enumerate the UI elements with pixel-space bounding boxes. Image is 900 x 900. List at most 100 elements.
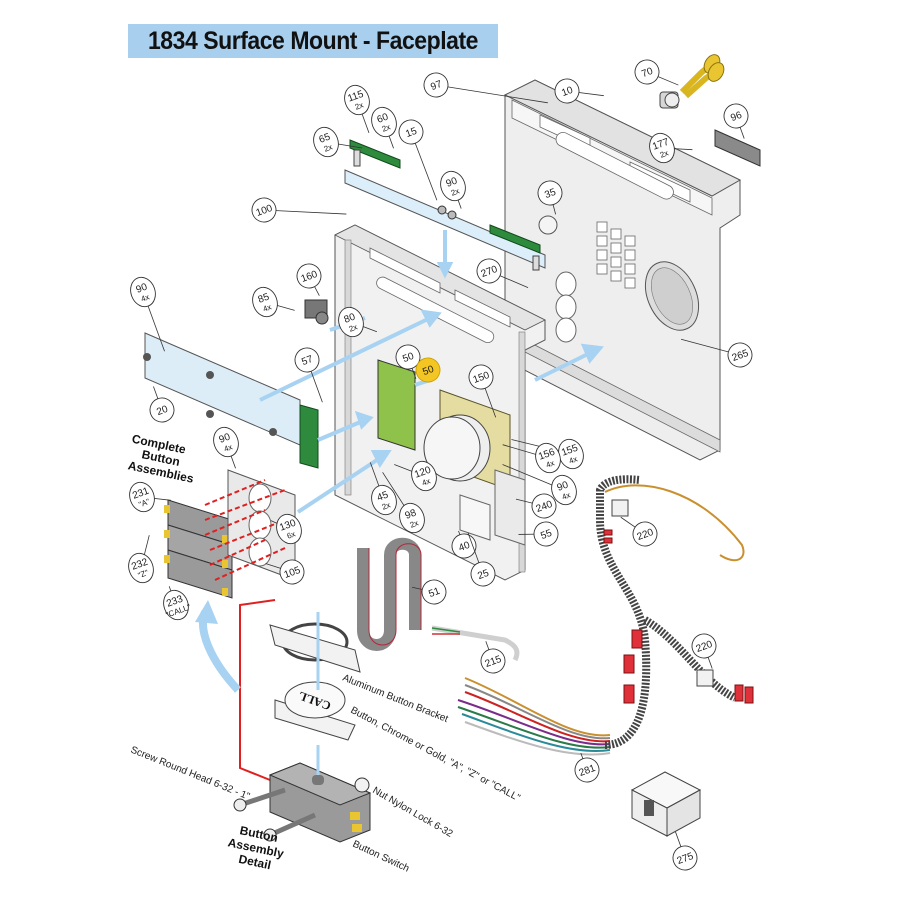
cable-clip-220b <box>696 669 714 687</box>
note-switch: Button Switch <box>351 839 411 875</box>
callout-bubble <box>399 502 425 534</box>
heading-button-assembly-detail: Button Assembly Detail <box>227 823 286 872</box>
callout-bubble <box>423 72 449 98</box>
callout-number: 96 <box>729 110 744 124</box>
callout-265: 265 <box>680 338 753 368</box>
callout-bubble <box>129 481 155 513</box>
callout-number: 97 <box>429 79 444 93</box>
callout-bubble <box>398 119 424 145</box>
callout-51: 51 <box>411 579 447 605</box>
callout-bubble <box>554 78 580 104</box>
callout-number: 20 <box>155 404 170 418</box>
label-sticker-55 <box>494 469 526 546</box>
callout-281: 281 <box>574 752 600 783</box>
callout-bubble <box>296 263 322 289</box>
callout-bubble <box>371 484 397 516</box>
callout-bubble <box>440 170 466 202</box>
callout-number: 35 <box>543 187 558 201</box>
callout-220: 220 <box>691 633 717 669</box>
callout-number: 60 <box>376 111 391 125</box>
callout-number: 98 <box>404 507 419 521</box>
detail-leader <box>239 599 276 781</box>
call-button-cap: CALL <box>274 681 356 741</box>
callout-qty: 4x <box>262 302 273 313</box>
callout-25: 25 <box>467 532 496 587</box>
alignment-dashes <box>204 479 286 581</box>
callout-232: 232"Z" <box>128 535 154 584</box>
nut <box>354 777 370 793</box>
callout-qty: 2x <box>409 518 420 529</box>
ribbon-cable <box>357 537 421 651</box>
callout-bubble <box>149 397 175 423</box>
callout-qty: 2x <box>450 186 461 197</box>
callout-233: 233"CALL" <box>163 586 192 621</box>
diagram-title: 1834 Surface Mount - Faceplate <box>147 26 479 55</box>
callout-number: 90 <box>218 431 233 445</box>
pcb-57 <box>299 404 319 469</box>
heading-complete-button-assemblies: Complete Button Assemblies <box>127 432 195 486</box>
callout-50: 50 <box>395 344 421 379</box>
callout-qty: 4x <box>140 292 151 303</box>
convoluted-tubing <box>596 475 651 749</box>
callout-bubble <box>533 521 559 547</box>
pcb-60-right <box>489 224 541 254</box>
callout-bubble <box>649 132 675 164</box>
callout-qty: 2x <box>323 142 334 153</box>
callout-number: 90 <box>556 479 571 493</box>
callout-number: 50 <box>401 351 416 365</box>
ferrite-core <box>630 771 702 837</box>
callout-240: 240 <box>515 493 557 519</box>
button-bracket <box>269 622 361 673</box>
callout-qty: 4x <box>421 476 432 487</box>
callout-bubble <box>723 103 749 129</box>
callout-number: 40 <box>457 540 472 554</box>
camera-lens <box>538 215 558 235</box>
callout-bubble <box>480 648 506 674</box>
callout-bubble <box>130 276 156 308</box>
lock-plate <box>714 129 761 167</box>
callout-270: 270 <box>476 258 529 289</box>
callout-bubble <box>634 59 660 85</box>
callout-bubble <box>276 513 302 545</box>
callout-qty: 2x <box>659 148 670 159</box>
callout-number: 55 <box>539 528 554 542</box>
callout-bubble <box>313 126 339 158</box>
callout-bubble <box>338 306 364 338</box>
callout-150: 150 <box>468 364 497 418</box>
tamper-switch-160 <box>304 299 329 325</box>
callout-bubble <box>551 474 577 506</box>
callout-40: 40 <box>451 530 477 559</box>
callout-215: 215 <box>480 641 506 674</box>
button-assemblies <box>164 499 233 599</box>
leader-line <box>263 209 347 215</box>
callout-105: 105 <box>265 559 305 585</box>
callout-160: 160 <box>296 263 322 296</box>
heading-line-3: Detail <box>237 852 272 872</box>
callout-number: 45 <box>376 489 391 503</box>
callout-qty: 2x <box>381 500 392 511</box>
callout-70: 70 <box>634 59 679 86</box>
keypad-grid <box>596 221 636 289</box>
callout-bubble <box>371 106 397 138</box>
callout-bubble <box>537 180 563 206</box>
callout-57: 57 <box>294 347 323 403</box>
callout-bubble <box>344 84 370 116</box>
callout-bubble <box>395 344 421 370</box>
callout-number: 15 <box>404 126 419 140</box>
leader-line <box>435 84 548 104</box>
callout-qty: 2x <box>381 122 392 133</box>
callout-bubble <box>128 552 154 584</box>
button-faceplate <box>227 469 296 581</box>
